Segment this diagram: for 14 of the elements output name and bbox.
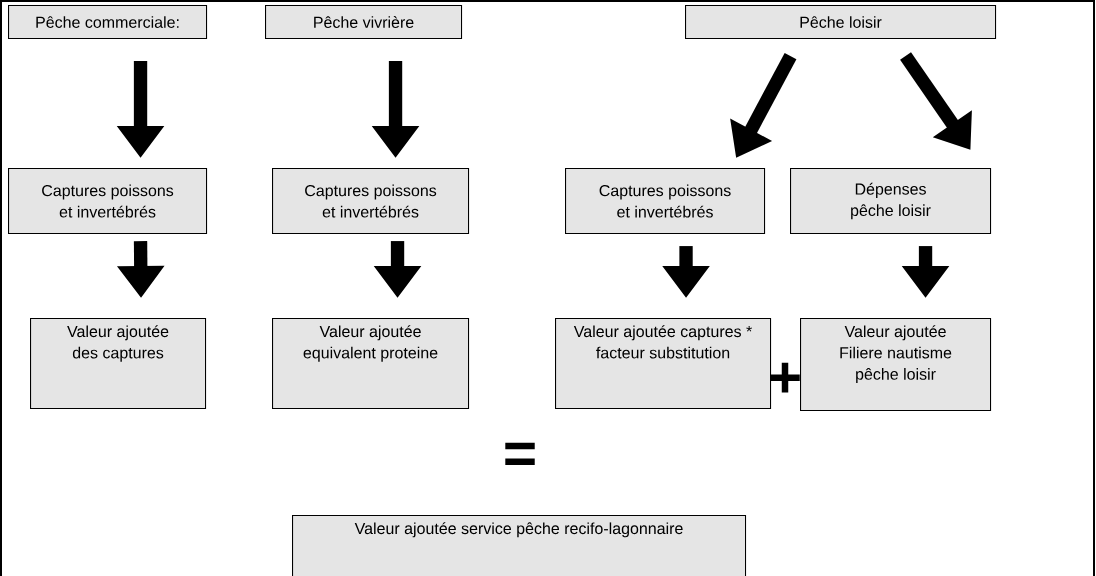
process-box: Pêche vivrière	[265, 5, 463, 40]
process-box: Dépenses pêche loisir	[790, 168, 992, 235]
process-box: Valeur ajoutée des captures	[30, 318, 207, 410]
process-box: Pêche commerciale:	[8, 5, 208, 40]
process-box: Valeur ajoutée Filiere nautisme pêche loisir	[800, 318, 992, 412]
process-box: Valeur ajoutée captures * facteur substitution	[555, 318, 772, 410]
plus-sign: +	[770, 362, 800, 393]
process-box: Captures poissons et invertébrés	[272, 168, 470, 235]
process-box: Valeur ajoutée service pêche recifo-lagonnaire	[292, 515, 747, 576]
process-box: Pêche loisir	[685, 5, 997, 40]
process-box: Captures poissons et invertébrés	[8, 168, 208, 235]
equals-sign: =	[505, 442, 535, 465]
process-box: Captures poissons et invertébrés	[565, 168, 766, 235]
process-box: Valeur ajoutée equivalent proteine	[272, 318, 470, 410]
